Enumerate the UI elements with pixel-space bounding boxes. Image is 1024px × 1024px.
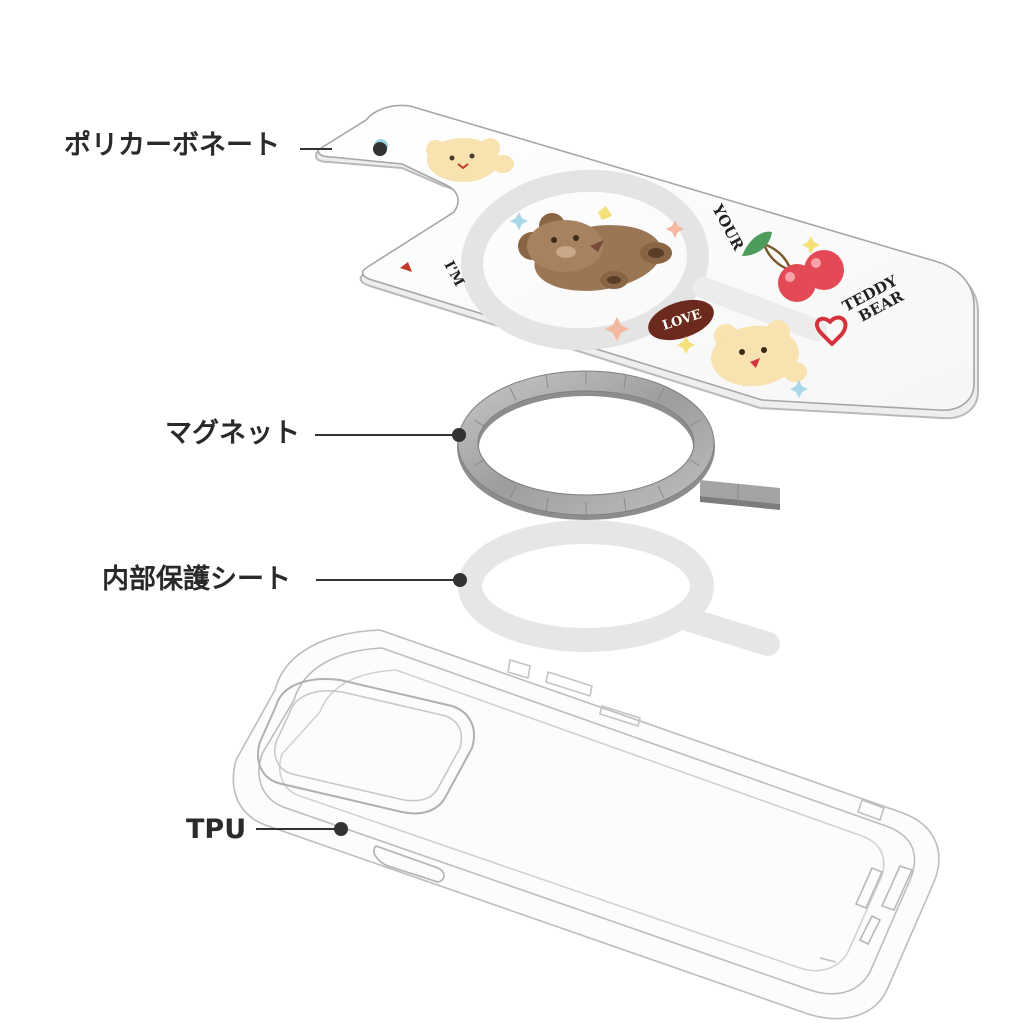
- dot-polycarbonate: [373, 142, 387, 156]
- heart-icon: [815, 315, 848, 346]
- label-inner-sheet: 内部保護シート: [102, 564, 291, 595]
- inner-protection-sheet: [458, 520, 780, 656]
- label-polycarbonate: ポリカーボネート: [64, 130, 280, 161]
- love-badge: [648, 299, 714, 341]
- leader-tpu: [256, 828, 338, 830]
- dot-tpu: [334, 822, 348, 836]
- dot-magnet: [452, 428, 466, 442]
- label-magnet: マグネット: [165, 418, 300, 449]
- cherry-icon: [742, 231, 844, 302]
- cream-bear-icon: [711, 320, 807, 387]
- dot-inner-sheet: [453, 573, 467, 587]
- leader-inner-sheet: [316, 579, 456, 581]
- small-bear-top-icon: [426, 138, 514, 182]
- polycarbonate-plate: I'M YOUR TEDDY BEAR LOVE: [314, 104, 979, 420]
- leader-polycarbonate: [300, 148, 332, 150]
- brown-teddy-bear-icon: [518, 213, 672, 291]
- tpu-case: [232, 629, 940, 1020]
- leader-magnet: [315, 434, 455, 436]
- label-tpu: TPU: [186, 814, 247, 845]
- magnet-ring: [457, 370, 780, 520]
